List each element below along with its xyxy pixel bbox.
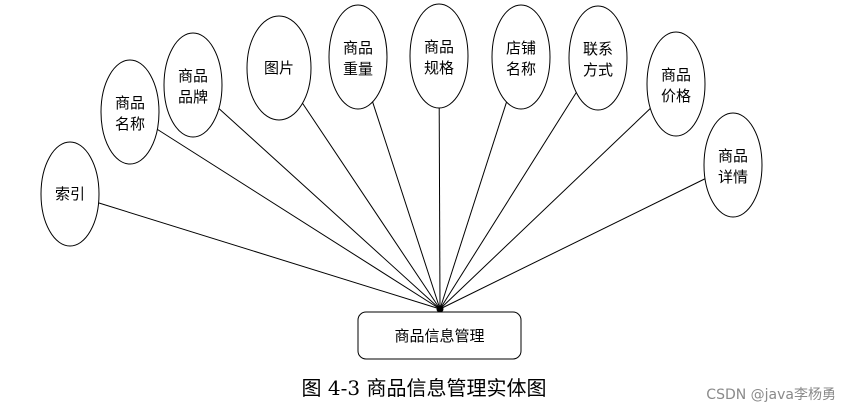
connector-line: [98, 202, 441, 310]
connector-line: [302, 102, 441, 310]
attribute-ellipse: [491, 4, 551, 110]
attribute-ellipse: [40, 141, 100, 247]
connector-line: [157, 128, 441, 310]
attribute-label-line1: 店铺: [506, 39, 536, 57]
connector-line: [218, 108, 441, 310]
attribute-label-line2: 品牌: [178, 88, 208, 106]
entity-box: 商品信息管理: [357, 311, 522, 360]
attribute-ellipse: [163, 32, 223, 138]
attribute-label-line2: 名称: [506, 60, 536, 78]
attribute-label-line2: 规格: [424, 59, 454, 77]
attribute-node: 索引: [40, 141, 100, 247]
connector-line: [372, 101, 441, 310]
junction-dot: [436, 305, 444, 313]
attribute-label-line2: 重量: [343, 60, 373, 78]
attribute-label-line1: 商品: [343, 39, 373, 57]
attribute-label-line1: 商品: [115, 94, 145, 112]
attribute-ellipse: [409, 3, 469, 109]
watermark: CSDN @java李杨勇: [706, 387, 836, 403]
entity-label: 商品信息管理: [394, 327, 484, 345]
attribute-ellipse: [246, 15, 312, 121]
attribute-label-line1: 商品: [718, 147, 748, 165]
attribute-ellipse: [646, 31, 706, 137]
connector-line: [439, 178, 706, 310]
attribute-label-line1: 商品: [424, 38, 454, 56]
attribute-label-line1: 图片: [264, 59, 294, 77]
connector-line: [439, 92, 577, 310]
attribute-label-line1: 联系: [583, 40, 613, 58]
connector-line: [438, 107, 441, 310]
attribute-label-line1: 商品: [661, 66, 691, 84]
attribute-label-line1: 商品: [178, 67, 208, 85]
er-diagram: 索引商品名称商品品牌图片商品重量商品规格店铺名称联系方式商品价格商品详情 商品信…: [40, 3, 763, 360]
attribute-ellipse: [100, 59, 160, 165]
attribute-label-line2: 详情: [718, 168, 748, 186]
attribute-label-line1: 索引: [55, 185, 85, 203]
attribute-ellipses: 索引商品名称商品品牌图片商品重量商品规格店铺名称联系方式商品价格商品详情: [40, 3, 763, 247]
connector-line: [439, 101, 507, 310]
connector-lines: [98, 92, 706, 310]
attribute-ellipse: [328, 4, 388, 110]
figure-caption: 图 4-3 商品信息管理实体图: [301, 376, 547, 400]
attribute-label-line2: 名称: [115, 115, 145, 133]
attribute-ellipse: [568, 5, 628, 111]
connector-line: [439, 108, 651, 310]
attribute-label-line2: 方式: [583, 61, 613, 79]
attribute-label-line2: 价格: [661, 87, 691, 105]
attribute-ellipse: [703, 112, 763, 218]
attribute-node: 图片: [246, 15, 312, 121]
